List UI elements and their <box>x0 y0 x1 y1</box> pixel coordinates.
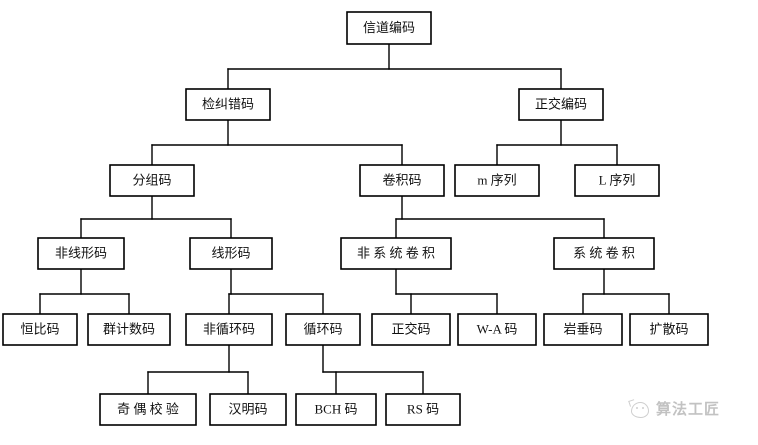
node-label: BCH 码 <box>315 401 358 416</box>
tree-node[interactable]: 循环码 <box>285 313 361 346</box>
node-box <box>385 393 461 426</box>
tree-node[interactable]: 检纠错码 <box>185 88 271 121</box>
tree-node[interactable]: 正交码 <box>371 313 451 346</box>
node-box <box>295 393 377 426</box>
node-box <box>185 88 271 121</box>
node-label: 信道编码 <box>363 20 415 35</box>
node-label: 扩散码 <box>649 321 688 336</box>
node-label: 恒比码 <box>20 321 59 336</box>
tree-node[interactable]: 奇 偶 校 验 <box>99 393 197 426</box>
tree-node[interactable]: 群计数码 <box>87 313 171 346</box>
tree-node[interactable]: 线形码 <box>189 237 273 270</box>
tree-node[interactable]: m 序列 <box>454 164 540 197</box>
node-label: W-A 码 <box>477 321 518 336</box>
mascot-icon <box>628 398 650 418</box>
node-box <box>87 313 171 346</box>
tree-node[interactable]: 岩垂码 <box>543 313 623 346</box>
node-label: 检纠错码 <box>202 96 254 111</box>
node-box <box>109 164 195 197</box>
tree-node[interactable]: 系 统 卷 积 <box>553 237 655 270</box>
node-box <box>189 237 273 270</box>
node-box <box>185 313 273 346</box>
node-label: L 序列 <box>599 172 636 187</box>
node-label: 非循环码 <box>203 321 255 336</box>
node-box <box>285 313 361 346</box>
node-label: RS 码 <box>407 401 439 416</box>
node-box <box>359 164 445 197</box>
node-label: 卷积码 <box>382 172 421 187</box>
node-box <box>457 313 537 346</box>
node-box <box>37 237 125 270</box>
node-label: 分组码 <box>132 172 171 187</box>
node-box <box>553 237 655 270</box>
edge-layer <box>39 43 670 395</box>
node-label: 系 统 卷 积 <box>573 245 635 260</box>
node-label: 汉明码 <box>228 401 267 416</box>
node-box <box>209 393 287 426</box>
tree-node[interactable]: 非循环码 <box>185 313 273 346</box>
node-box <box>346 11 432 45</box>
node-box <box>340 237 452 270</box>
tree-node[interactable]: 非线形码 <box>37 237 125 270</box>
node-label: 奇 偶 校 验 <box>117 401 179 416</box>
node-box <box>518 88 604 121</box>
node-box <box>454 164 540 197</box>
node-label: 循环码 <box>303 321 342 336</box>
tree-node[interactable]: L 序列 <box>574 164 660 197</box>
node-box <box>629 313 709 346</box>
tree-node[interactable]: 非 系 统 卷 积 <box>340 237 452 270</box>
tree-node[interactable]: W-A 码 <box>457 313 537 346</box>
tree-node[interactable]: 正交编码 <box>518 88 604 121</box>
watermark: 算法工匠 <box>628 398 720 419</box>
tree-node[interactable]: BCH 码 <box>295 393 377 426</box>
node-box <box>371 313 451 346</box>
node-label: 正交码 <box>391 321 430 336</box>
tree-node[interactable]: 扩散码 <box>629 313 709 346</box>
node-label: 正交编码 <box>535 96 587 111</box>
node-label: 群计数码 <box>103 321 155 336</box>
tree-node[interactable]: 信道编码 <box>346 11 432 45</box>
tree-node[interactable]: 卷积码 <box>359 164 445 197</box>
node-box <box>574 164 660 197</box>
node-box <box>2 313 78 346</box>
node-label: m 序列 <box>477 172 516 187</box>
node-label: 岩垂码 <box>563 321 602 336</box>
tree-node[interactable]: RS 码 <box>385 393 461 426</box>
tree-node[interactable]: 分组码 <box>109 164 195 197</box>
node-box <box>543 313 623 346</box>
tree-node[interactable]: 汉明码 <box>209 393 287 426</box>
node-label: 非 系 统 卷 积 <box>357 245 435 260</box>
tree-node[interactable]: 恒比码 <box>2 313 78 346</box>
node-box <box>99 393 197 426</box>
watermark-label: 算法工匠 <box>656 401 721 418</box>
node-label: 线形码 <box>211 245 250 260</box>
node-label: 非线形码 <box>55 245 107 260</box>
